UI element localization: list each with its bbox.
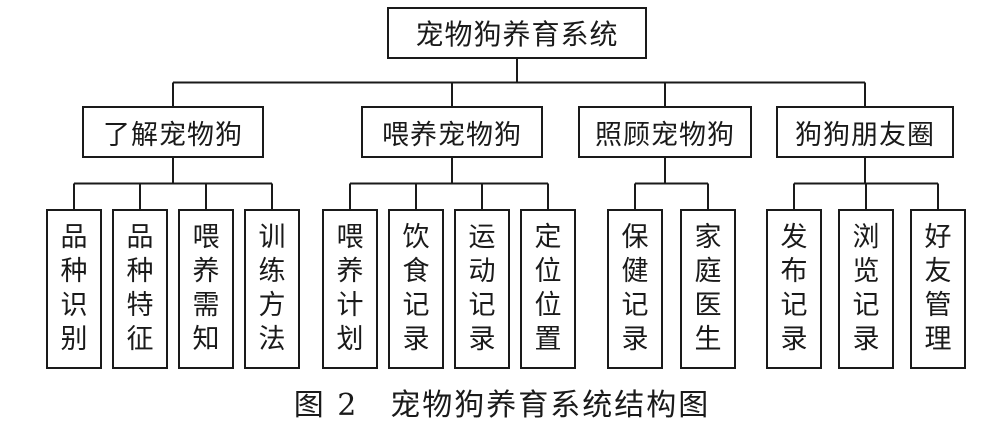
leaf-node: 家庭医生 xyxy=(680,209,736,369)
category-node-feeding: 喂养宠物狗 xyxy=(361,106,543,158)
category-node-care: 照顾宠物狗 xyxy=(578,106,752,158)
leaf-label: 发布记录 xyxy=(780,222,808,355)
leaf-node: 喂养计划 xyxy=(322,209,378,369)
leaf-node: 饮食记录 xyxy=(388,209,444,369)
category-label: 了解宠物狗 xyxy=(103,119,243,151)
category-label: 照顾宠物狗 xyxy=(595,119,735,151)
leaf-label: 品种识别 xyxy=(60,222,88,355)
category-node-friends: 狗狗朋友圈 xyxy=(776,106,954,158)
leaf-label: 家庭医生 xyxy=(694,222,722,355)
root-node: 宠物狗养育系统 xyxy=(387,7,647,59)
leaf-node: 训练方法 xyxy=(244,209,300,369)
leaf-label: 训练方法 xyxy=(258,222,286,355)
leaf-label: 好友管理 xyxy=(924,222,952,355)
leaf-label: 品种特征 xyxy=(126,222,154,355)
leaf-node: 定位位置 xyxy=(520,209,576,369)
leaf-node: 品种特征 xyxy=(112,209,168,369)
root-label: 宠物狗养育系统 xyxy=(415,18,619,51)
leaf-node: 喂养需知 xyxy=(178,209,234,369)
leaf-label: 喂养计划 xyxy=(336,222,364,355)
leaf-label: 定位位置 xyxy=(534,222,562,355)
leaf-label: 运动记录 xyxy=(468,222,496,355)
leaf-node: 发布记录 xyxy=(766,209,822,369)
leaf-node: 浏览记录 xyxy=(838,209,894,369)
category-node-understand: 了解宠物狗 xyxy=(82,106,264,158)
leaf-label: 喂养需知 xyxy=(192,222,220,355)
category-label: 喂养宠物狗 xyxy=(382,119,522,151)
leaf-node: 好友管理 xyxy=(910,209,966,369)
leaf-node: 品种识别 xyxy=(46,209,102,369)
leaf-label: 浏览记录 xyxy=(852,222,880,355)
leaf-node: 保健记录 xyxy=(607,209,663,369)
leaf-label: 保健记录 xyxy=(621,222,649,355)
leaf-label: 饮食记录 xyxy=(402,222,430,355)
leaf-node: 运动记录 xyxy=(454,209,510,369)
category-label: 狗狗朋友圈 xyxy=(795,119,935,151)
figure-caption: 图 2 宠物狗养育系统结构图 xyxy=(293,388,711,423)
